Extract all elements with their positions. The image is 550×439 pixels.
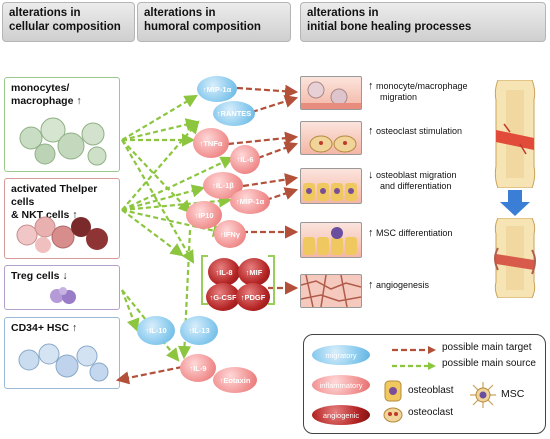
pdgf-node: ↑PDGF xyxy=(236,283,270,311)
legend-osteoblast-label: osteoblast xyxy=(408,385,454,396)
eotaxin-node: ↑Eotaxin xyxy=(213,367,257,393)
target-arrows xyxy=(115,84,299,385)
bone-after-image xyxy=(494,218,536,298)
rantes-node: ↑RANTES xyxy=(213,101,255,126)
legend-osteoclast-label: osteoclast xyxy=(408,407,454,418)
thelper-image xyxy=(16,216,108,253)
legend: possible main target possible main sourc… xyxy=(303,334,546,434)
process-text-msc: ↑ MSC differentiation xyxy=(368,227,453,239)
process-panel-msc xyxy=(300,222,362,258)
legend-source-arrow xyxy=(392,362,436,370)
il6-node: ↑IL-6 xyxy=(230,145,260,174)
process-panel-osteoblast xyxy=(300,168,362,204)
thelper-label: activated Thelper cells xyxy=(11,183,98,208)
hsc-image xyxy=(18,343,109,382)
monocytes-image xyxy=(19,117,107,166)
bone-before-image xyxy=(494,80,536,188)
legend-inflammatory: inflammatory xyxy=(312,375,370,395)
mip1a-top-node: ↑MIP-1α xyxy=(197,76,237,102)
ifng-node: ↑IFNγ xyxy=(214,220,246,248)
msc-icon xyxy=(470,382,496,408)
process-panel-migration xyxy=(300,76,362,110)
hsc-label: CD34+ HSC ↑ xyxy=(11,322,78,334)
il9-node: ↑IL-9 xyxy=(180,354,216,382)
hsc-box: CD34+ HSC ↑ xyxy=(4,317,120,389)
mif-node: ↑MIF xyxy=(238,258,270,286)
legend-msc-label: MSC xyxy=(501,388,525,400)
process-text-angiogenesis: ↑ angiogenesis xyxy=(368,279,430,291)
process-panel-angiogenesis xyxy=(300,274,362,308)
legend-migratory: migratory xyxy=(312,345,370,365)
il10-node: ↑IL-10 xyxy=(137,316,175,345)
il8-node: ↑IL-8 xyxy=(208,258,240,286)
treg-box: Treg cells ↓ xyxy=(4,265,120,310)
legend-target-label: possible main target xyxy=(442,342,532,353)
process-text-migration: ↑ monocyte/macrophage migration xyxy=(368,80,468,103)
tnfa-node: ↑TNFα xyxy=(193,128,229,158)
monocytes-label: monocytes/ xyxy=(11,82,70,94)
legend-angiogenic: angiogenic xyxy=(312,405,370,425)
osteoblast-icon xyxy=(384,380,402,402)
process-text-osteoclast: ↑ osteoclast stimulation xyxy=(368,125,463,137)
process-panel-osteoclast xyxy=(300,121,362,155)
angiogenic-bracket xyxy=(201,255,275,305)
thelper-box: activated Thelper cells& NKT cells ↑ xyxy=(4,178,120,259)
ip10-node: ↑IP10 xyxy=(186,201,222,229)
il13-node: ↑IL-13 xyxy=(180,316,218,345)
process-text-osteoblast: ↓ osteoblast migration and differentiati… xyxy=(368,169,457,192)
gcsf-node: ↑G-CSF xyxy=(206,283,240,311)
monocytes-box: monocytes/macrophage ↑ xyxy=(4,77,120,172)
legend-target-arrow xyxy=(392,346,436,354)
mip1a-mid-node: ↑MIP-1α xyxy=(230,189,270,214)
treg-label: Treg cells ↓ xyxy=(11,270,68,282)
treg-image xyxy=(50,287,76,304)
legend-source-label: possible main source xyxy=(442,358,536,369)
osteoclast-icon xyxy=(383,407,403,423)
bone-arrow-icon xyxy=(500,190,530,216)
